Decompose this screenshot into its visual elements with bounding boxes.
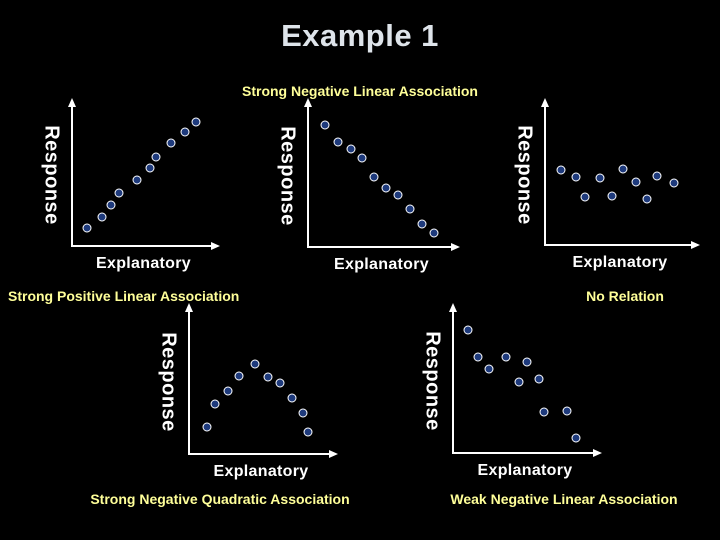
data-point bbox=[234, 371, 244, 381]
scatter-plot-strong-negative-linear: Response Explanatory bbox=[277, 98, 460, 273]
data-point bbox=[202, 422, 212, 432]
scatter-points bbox=[72, 104, 215, 246]
caption-strong-negative-linear: Strong Negative Linear Association bbox=[242, 83, 478, 99]
data-point bbox=[357, 153, 367, 163]
y-axis-label: Response bbox=[40, 125, 63, 225]
data-point bbox=[463, 325, 473, 335]
y-axis-label: Response bbox=[157, 331, 180, 432]
data-point bbox=[263, 372, 273, 382]
scatter-points bbox=[308, 104, 455, 247]
x-axis-label: Explanatory bbox=[572, 254, 668, 271]
data-point bbox=[642, 194, 652, 204]
data-point bbox=[369, 172, 379, 182]
y-axis-label: Response bbox=[513, 124, 536, 225]
x-axis-arrow bbox=[71, 241, 220, 250]
x-axis-arrow bbox=[544, 240, 700, 249]
y-axis-arrow bbox=[541, 98, 549, 246]
data-point bbox=[191, 117, 201, 127]
data-point bbox=[210, 399, 220, 409]
data-point bbox=[151, 152, 161, 162]
scatter-points bbox=[545, 104, 695, 245]
x-axis-label: Explanatory bbox=[334, 256, 429, 273]
data-point bbox=[346, 144, 356, 154]
caption-strong-positive-linear: Strong Positive Linear Association bbox=[8, 288, 240, 304]
data-point bbox=[571, 172, 581, 182]
data-point bbox=[618, 164, 628, 174]
scatter-plot-no-relation: Response Explanatory bbox=[514, 98, 700, 271]
data-point bbox=[405, 204, 415, 214]
y-axis-arrow bbox=[304, 98, 312, 248]
scatter-points bbox=[453, 309, 597, 453]
data-point bbox=[429, 228, 439, 238]
y-axis-label: Response bbox=[421, 331, 444, 431]
data-point bbox=[669, 178, 679, 188]
data-point bbox=[132, 175, 142, 185]
data-point bbox=[580, 192, 590, 202]
data-point bbox=[652, 171, 662, 181]
caption-strong-negative-quadratic: Strong Negative Quadratic Association bbox=[90, 491, 350, 507]
scatter-plot-strong-negative-quadratic: Response Explanatory bbox=[158, 303, 338, 480]
data-point bbox=[166, 138, 176, 148]
scatter-plot-weak-negative-linear: Response Explanatory bbox=[422, 303, 602, 479]
caption-weak-negative-linear: Weak Negative Linear Association bbox=[450, 491, 678, 507]
data-point bbox=[250, 359, 260, 369]
data-point bbox=[333, 137, 343, 147]
data-point bbox=[571, 433, 581, 443]
x-axis-arrow bbox=[452, 448, 602, 457]
data-point bbox=[275, 378, 285, 388]
y-axis-arrow bbox=[185, 303, 193, 455]
x-axis-label: Explanatory bbox=[477, 462, 573, 479]
data-point bbox=[539, 407, 549, 417]
data-point bbox=[631, 177, 641, 187]
y-axis-arrow bbox=[449, 303, 457, 454]
y-axis-label: Response bbox=[276, 125, 299, 226]
x-axis-arrow bbox=[188, 449, 338, 458]
data-point bbox=[393, 190, 403, 200]
x-axis-label: Explanatory bbox=[96, 255, 191, 272]
data-point bbox=[562, 406, 572, 416]
data-point bbox=[97, 212, 107, 222]
scatter-plot-strong-positive-linear: Response Explanatory bbox=[41, 98, 220, 272]
data-point bbox=[473, 352, 483, 362]
data-point bbox=[556, 165, 566, 175]
data-point bbox=[145, 163, 155, 173]
scatter-points bbox=[189, 309, 333, 454]
data-point bbox=[298, 408, 308, 418]
data-point bbox=[595, 173, 605, 183]
caption-no-relation: No Relation bbox=[586, 288, 664, 304]
data-point bbox=[287, 393, 297, 403]
data-point bbox=[484, 364, 494, 374]
data-point bbox=[607, 191, 617, 201]
data-point bbox=[82, 223, 92, 233]
data-point bbox=[534, 374, 544, 384]
data-point bbox=[106, 200, 116, 210]
data-point bbox=[514, 377, 524, 387]
data-point bbox=[223, 386, 233, 396]
data-point bbox=[180, 127, 190, 137]
x-axis-label: Explanatory bbox=[213, 463, 309, 480]
data-point bbox=[417, 219, 427, 229]
data-point bbox=[320, 120, 330, 130]
data-point bbox=[501, 352, 511, 362]
x-axis-arrow bbox=[307, 242, 460, 251]
slide-title: Example 1 bbox=[281, 18, 439, 53]
data-point bbox=[381, 183, 391, 193]
data-point bbox=[303, 427, 313, 437]
y-axis-arrow bbox=[68, 98, 76, 247]
data-point bbox=[522, 357, 532, 367]
data-point bbox=[114, 188, 124, 198]
